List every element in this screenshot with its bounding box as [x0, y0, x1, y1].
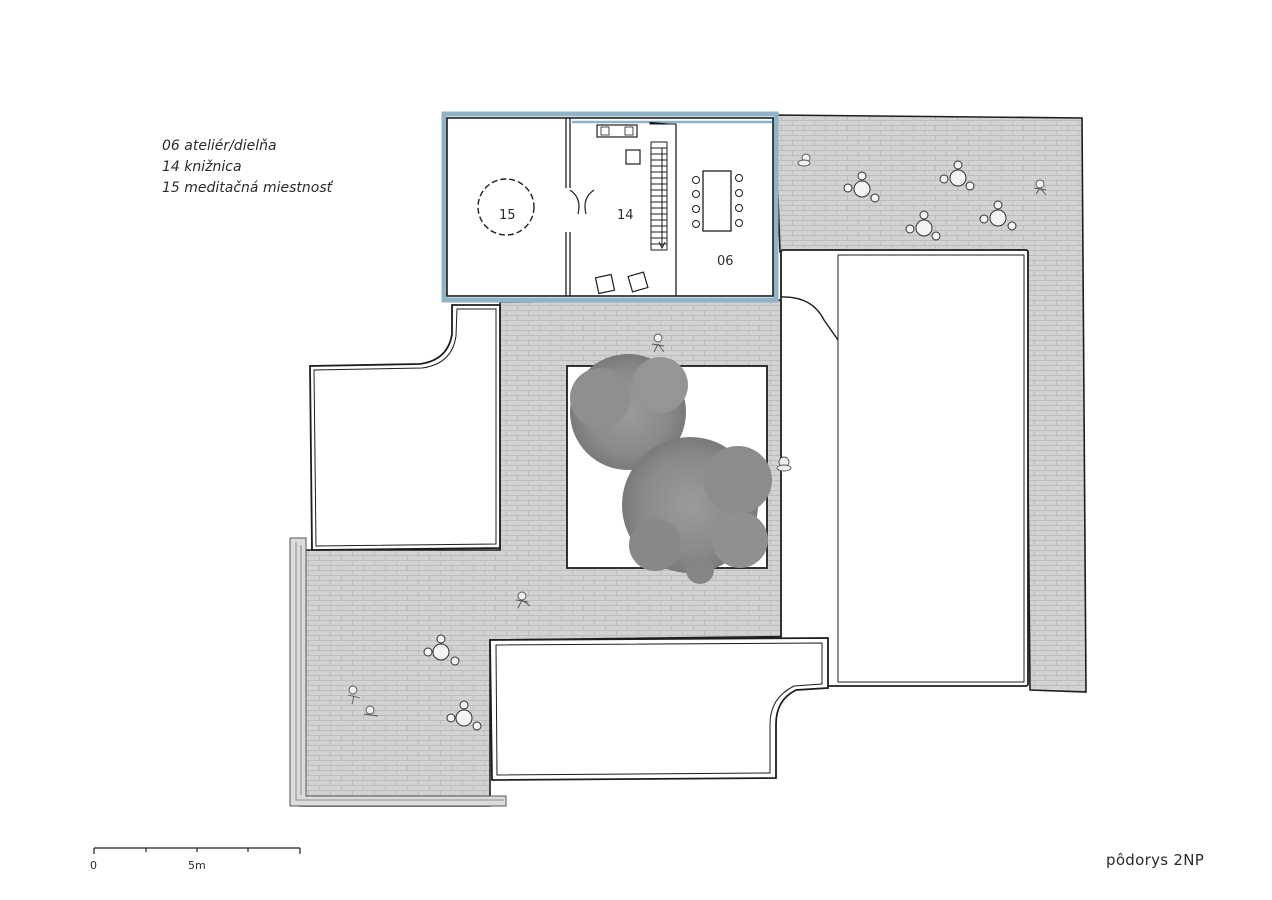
scale-5m-label: 5m — [188, 859, 206, 872]
room-legend: 06 ateliér/dielňa 14 knižnica 15 meditač… — [162, 136, 332, 199]
room-14-label: 14 — [617, 208, 634, 223]
library-chair — [625, 149, 641, 165]
person-figure — [651, 333, 665, 353]
room-06-label: 06 — [717, 254, 734, 269]
void-left — [309, 304, 501, 551]
legend-item-06: 06 ateliér/dielňa — [162, 138, 277, 154]
library-armchair — [627, 271, 649, 293]
person-figure — [1033, 179, 1047, 196]
cafe-table — [446, 700, 482, 731]
atelier-chairs — [692, 174, 743, 228]
legend-item-14: 14 knižnica — [162, 159, 242, 175]
library-shelf — [596, 124, 638, 138]
legend-item-15: 15 meditačná miestnosť — [162, 180, 333, 196]
person-figure — [363, 705, 379, 717]
people-figures — [347, 153, 1047, 717]
atelier-table — [702, 170, 732, 232]
void-bottom — [489, 637, 829, 781]
person-figure — [347, 685, 361, 705]
scale-bar: 0 5m — [90, 847, 301, 872]
person-figure — [776, 456, 792, 472]
cafe-table — [979, 200, 1017, 231]
cafe-table — [939, 160, 975, 191]
plan-title: pôdorys 2NP — [1106, 851, 1205, 869]
room-15-label: 15 — [499, 208, 516, 223]
void-right — [780, 249, 1029, 687]
cafe-table — [423, 634, 460, 666]
person-figure — [797, 153, 811, 167]
terrace-furniture — [423, 160, 1017, 731]
cafe-table — [843, 171, 880, 203]
building-block: 15 14 06 — [441, 111, 779, 303]
tree-canopy — [570, 354, 772, 584]
meditation-circle — [477, 178, 535, 236]
terrace-steps — [289, 537, 507, 807]
staircase — [650, 141, 668, 251]
scale-start-label: 0 — [90, 859, 97, 872]
person-figure — [515, 591, 531, 609]
library-armchair — [594, 273, 616, 295]
cafe-table — [905, 210, 941, 241]
